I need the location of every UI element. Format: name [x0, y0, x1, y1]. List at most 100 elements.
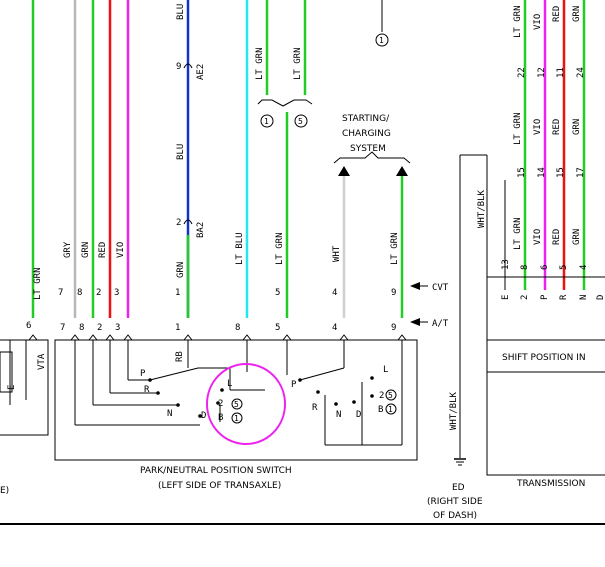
whtblk-vertical-label: WHT/BLK: [449, 391, 459, 430]
rconn-d: D: [596, 295, 605, 300]
pos-r-left: R: [144, 385, 150, 395]
label-gry: GRY: [63, 241, 73, 258]
rconn-2: 2: [520, 295, 530, 300]
mid-ref-5: 5: [234, 400, 239, 409]
connector-ba2-name: BA2: [196, 222, 206, 238]
pos-2-mid: 2: [218, 399, 223, 409]
top-ltgrn-label-1: LT GRN: [255, 47, 265, 80]
sw-pin-8b: 8: [235, 323, 240, 333]
blu-mid-label: BLU: [176, 144, 186, 160]
rmid-label-grn: GRN: [572, 119, 582, 135]
sw-pin-5: 5: [275, 323, 280, 333]
label-ltgrn-9: LT GRN: [390, 232, 400, 265]
rtop-label-red: RED: [552, 6, 562, 22]
vta-label: VTA: [37, 353, 47, 370]
rconn-p: P: [540, 294, 550, 300]
park-neutral-switch: RB P R N D L 2 B 5 1 P R N D L 2 B 5 1 P…: [54, 334, 418, 491]
arrow-at: [410, 318, 420, 326]
starting-line2: CHARGING: [342, 129, 391, 139]
top-ltgrn-label-2: LT GRN: [293, 47, 303, 80]
sw-pin-1: 1: [175, 323, 180, 333]
ref-1-top: 1: [264, 117, 269, 126]
sw-pin-3: 3: [115, 323, 120, 333]
label-grn: GRN: [81, 242, 91, 258]
shift-position-label: SHIFT POSITION IN: [502, 353, 586, 363]
ecu-box: [486, 276, 605, 476]
ground-line2: OF DASH): [433, 511, 477, 521]
arrow-up-wht: [338, 166, 350, 176]
connector-ba2-pin: 2: [176, 218, 181, 228]
rpin-8: 8: [520, 265, 530, 270]
ref-5-top: 5: [298, 117, 303, 126]
label-ltblu: LT BLU: [235, 232, 245, 265]
blu-connectors: BLU 9 AE2 BLU 2 BA2: [176, 4, 206, 238]
left-switch-blade: [149, 367, 199, 381]
rtop-11: 11: [556, 67, 566, 78]
mid-pin-3: 3: [114, 288, 119, 298]
pos-n-right: N: [336, 410, 341, 420]
starting-brace: [333, 151, 411, 164]
wire-label-left-ltgrn: LT GRN: [33, 267, 43, 300]
at-label: A/T: [432, 319, 449, 329]
blu-top-label: BLU: [176, 4, 186, 20]
connector-ae2-pin: 9: [176, 62, 181, 72]
rmid-label-red: RED: [552, 119, 562, 135]
sw-pin-8: 8: [79, 323, 84, 333]
mid-ref-1: 1: [234, 414, 239, 423]
pos-p-left: P: [140, 369, 146, 379]
starting-charging-system: STARTING/ CHARGING SYSTEM: [333, 114, 411, 176]
starting-line3: SYSTEM: [350, 144, 386, 154]
mid-pin-5: 5: [275, 288, 280, 298]
pos-d-left: D: [201, 411, 206, 421]
connector-left: [28, 334, 38, 341]
left-sensor-box: [0, 339, 49, 436]
connector-ae2-name: AE2: [196, 64, 206, 80]
rconn-e: E: [501, 295, 511, 300]
mid-pin-4: 4: [332, 288, 337, 298]
resistor-element: [0, 351, 13, 393]
top-right-ref: 1: [375, 0, 389, 47]
ref-1-right: 1: [379, 36, 384, 45]
pos-d-right: D: [356, 410, 361, 420]
label-ltgrn-5: LT GRN: [275, 232, 285, 265]
rpin-6: 6: [540, 265, 550, 270]
rpin-5: 5: [559, 265, 569, 270]
pos-b-mid: B: [218, 413, 223, 423]
arrow-cvt: [410, 282, 420, 290]
right-ref-1: 1: [388, 405, 393, 414]
label-wht: WHT: [332, 245, 342, 262]
rtop-22: 22: [517, 67, 527, 78]
sw-pin-7: 7: [60, 323, 65, 333]
pos-l-right: L: [383, 365, 388, 375]
rpin-4: 4: [579, 265, 589, 270]
label-red: RED: [98, 242, 108, 258]
rmid-label-ltgrn: LT GRN: [513, 112, 523, 145]
rtop-12: 12: [537, 67, 547, 78]
rlow-label-red: RED: [552, 229, 562, 245]
sensor-e-label: E: [7, 385, 17, 390]
rmid-label-vio: VIO: [533, 119, 543, 135]
pos-p-right: P: [291, 380, 297, 390]
mid-pin-8: 8: [77, 288, 82, 298]
pos-2-right: 2: [379, 391, 384, 401]
rmid-17: 17: [576, 167, 586, 178]
mid-pin-9: 9: [391, 288, 396, 298]
ground-name: ED: [452, 483, 465, 493]
side-labels: CVT A/T: [410, 282, 449, 329]
starting-line1: STARTING/: [342, 114, 390, 124]
pos-r-right: R: [312, 403, 318, 413]
rlow-label-grn: GRN: [572, 229, 582, 245]
left-sensor-section: LT GRN 6 VTA E E): [0, 0, 49, 496]
wire-labels: GRY GRN RED VIO GRN LT BLU LT GRN WHT LT…: [58, 232, 400, 333]
pin-left-6: 6: [26, 321, 31, 331]
pos-b-right: B: [378, 405, 383, 415]
label-vio: VIO: [116, 242, 126, 258]
sw-pin-9: 9: [391, 323, 396, 333]
pos-rb: RB: [175, 351, 185, 362]
pos-n-left: N: [167, 409, 172, 419]
whtblk-label: WHT/BLK: [477, 189, 487, 228]
rtop-label-grn: GRN: [572, 6, 582, 22]
rconn-r: R: [559, 294, 569, 300]
pair-brace: [257, 99, 313, 107]
